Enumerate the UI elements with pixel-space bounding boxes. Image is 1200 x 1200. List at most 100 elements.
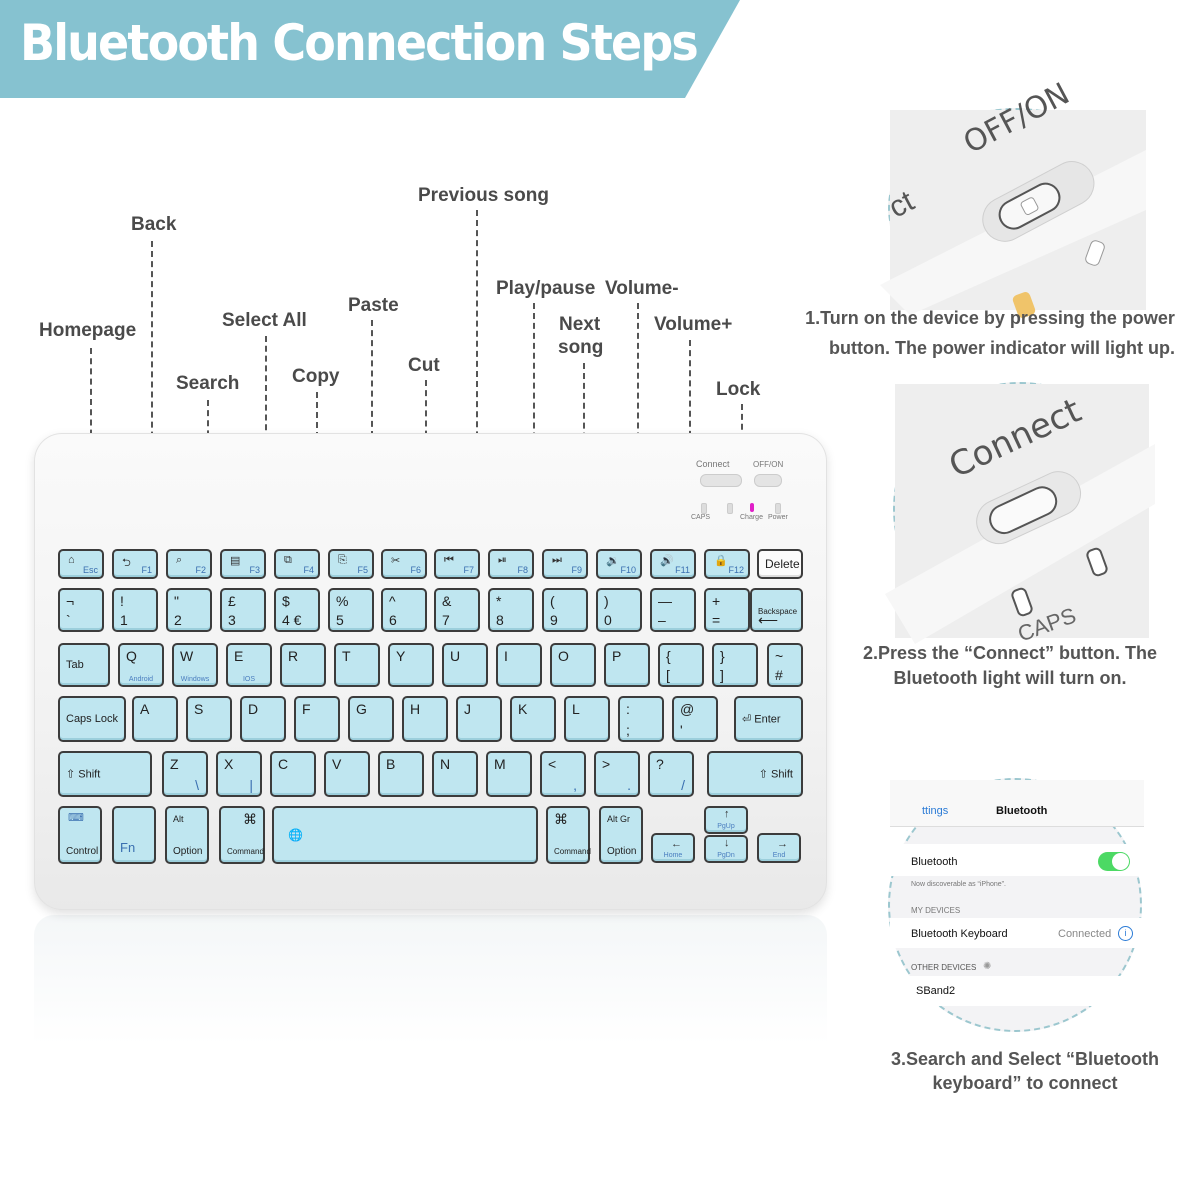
key-@[interactable]: @' <box>672 696 718 742</box>
key-end[interactable]: →End <box>757 833 801 863</box>
key-c[interactable]: C <box>270 751 316 797</box>
key-~[interactable]: ~# <box>767 643 803 687</box>
key-delete[interactable]: Delete <box>757 549 803 579</box>
key-enter[interactable]: ⏎ Enter <box>734 696 803 742</box>
key-f[interactable]: F <box>294 696 340 742</box>
key-tab[interactable]: Tab <box>58 643 110 687</box>
key-bottom-char: 0 <box>604 612 612 628</box>
key-fn[interactable]: Fn <box>112 806 156 864</box>
key-pgdn[interactable]: ↓PgDn <box>704 835 748 863</box>
step1-line2: button. The power indicator will light u… <box>829 338 1175 358</box>
key-d[interactable]: D <box>240 696 286 742</box>
other-device-row[interactable] <box>890 976 1144 1006</box>
key-num-9[interactable]: (9 <box>542 588 588 632</box>
key-j[interactable]: J <box>456 696 502 742</box>
key-num-3[interactable]: £3 <box>220 588 266 632</box>
key-b[interactable]: B <box>378 751 424 797</box>
option-label: Option <box>173 846 203 857</box>
key-home[interactable]: ←Home <box>651 833 695 863</box>
key-bottom-char: . <box>627 777 631 793</box>
key-punct-z10[interactable]: ?/ <box>648 751 694 797</box>
connect-button-illustration <box>885 384 1155 644</box>
key-num-6[interactable]: ^6 <box>381 588 427 632</box>
key-g[interactable]: G <box>348 696 394 742</box>
key-left-shift[interactable]: ⇧ Shift <box>58 751 152 797</box>
key-n[interactable]: N <box>432 751 478 797</box>
key-num-8[interactable]: *8 <box>488 588 534 632</box>
key-command-right[interactable]: ⌘Command <box>546 806 591 864</box>
key-y[interactable]: Y <box>388 643 434 687</box>
key-num-12[interactable]: += <box>704 588 750 632</box>
key-fn-f10[interactable]: 🔉F10 <box>596 549 642 579</box>
device-row[interactable] <box>890 918 1144 948</box>
key-p[interactable]: P <box>604 643 650 687</box>
settings-back-link[interactable]: ttings <box>922 805 949 817</box>
info-icon[interactable]: i <box>1118 926 1133 941</box>
key-fn-f2[interactable]: ⌕F2 <box>166 549 212 579</box>
key-m[interactable]: M <box>486 751 532 797</box>
key-fn-f7[interactable]: ⏮F7 <box>434 549 480 579</box>
key-right-shift[interactable]: ⇧ Shift <box>707 751 803 797</box>
step2-line2: Bluetooth light will turn on. <box>893 668 1127 688</box>
key-o[interactable]: O <box>550 643 596 687</box>
key-:[interactable]: :; <box>618 696 664 742</box>
key-u[interactable]: U <box>442 643 488 687</box>
key-bottom-char: 4 € <box>282 612 302 628</box>
key-fn-f4[interactable]: ⧉F4 <box>274 549 320 579</box>
key-s[interactable]: S <box>186 696 232 742</box>
key-num-2[interactable]: "2 <box>166 588 212 632</box>
key-num-5[interactable]: %5 <box>328 588 374 632</box>
shift-label: ⇧ Shift <box>66 768 101 781</box>
key-fn-f12[interactable]: 🔒F12 <box>704 549 750 579</box>
key-caps-lock[interactable]: Caps Lock <box>58 696 126 742</box>
key-}[interactable]: }] <box>712 643 758 687</box>
key-v[interactable]: V <box>324 751 370 797</box>
leader-back <box>151 241 153 548</box>
key-fn-f8[interactable]: ⏯F8 <box>488 549 534 579</box>
bluetooth-toggle-label: Bluetooth <box>911 856 958 868</box>
key-backspace[interactable]: Backspace⟵ <box>750 588 803 632</box>
key-l[interactable]: L <box>564 696 610 742</box>
key-command-left[interactable]: ⌘Command <box>219 806 265 864</box>
fn-key-label: F4 <box>303 565 314 575</box>
key-num-7[interactable]: &7 <box>434 588 480 632</box>
power-switch[interactable] <box>754 474 782 487</box>
key-num-4[interactable]: $4 € <box>274 588 320 632</box>
key-a[interactable]: A <box>132 696 178 742</box>
key-h[interactable]: H <box>402 696 448 742</box>
key-fn-f1[interactable]: ⮌F1 <box>112 549 158 579</box>
key-num-11[interactable]: —– <box>650 588 696 632</box>
key-{[interactable]: {[ <box>658 643 704 687</box>
key-pgup[interactable]: ↑PgUp <box>704 806 748 834</box>
key-fn-f9[interactable]: ⏭F9 <box>542 549 588 579</box>
key-k[interactable]: K <box>510 696 556 742</box>
key-fn-f5[interactable]: ⎘F5 <box>328 549 374 579</box>
key-space[interactable]: 🌐 <box>272 806 538 864</box>
key-x[interactable]: X| <box>216 751 262 797</box>
key-punct-z9[interactable]: >. <box>594 751 640 797</box>
key-control[interactable]: ⌨Control <box>58 806 102 864</box>
key-top-char: I <box>504 648 508 664</box>
key-i[interactable]: I <box>496 643 542 687</box>
fn-key-icon: ⏯ <box>498 554 507 566</box>
key-z[interactable]: Z\ <box>162 751 208 797</box>
key-bottom-char: | <box>249 777 253 793</box>
key-top-char: O <box>558 648 569 664</box>
key-num-10[interactable]: )0 <box>596 588 642 632</box>
key-fn-esc[interactable]: ⌂Esc <box>58 549 104 579</box>
key-t[interactable]: T <box>334 643 380 687</box>
key-fn-f6[interactable]: ✂F6 <box>381 549 427 579</box>
key-punct-z8[interactable]: <, <box>540 751 586 797</box>
connect-switch[interactable] <box>700 474 742 487</box>
key-num-1[interactable]: !1 <box>112 588 158 632</box>
key-r[interactable]: R <box>280 643 326 687</box>
key-num-0[interactable]: ¬` <box>58 588 104 632</box>
bluetooth-toggle[interactable] <box>1098 852 1130 871</box>
key-fn-f11[interactable]: 🔊F11 <box>650 549 696 579</box>
key-fn-f3[interactable]: ▤F3 <box>220 549 266 579</box>
